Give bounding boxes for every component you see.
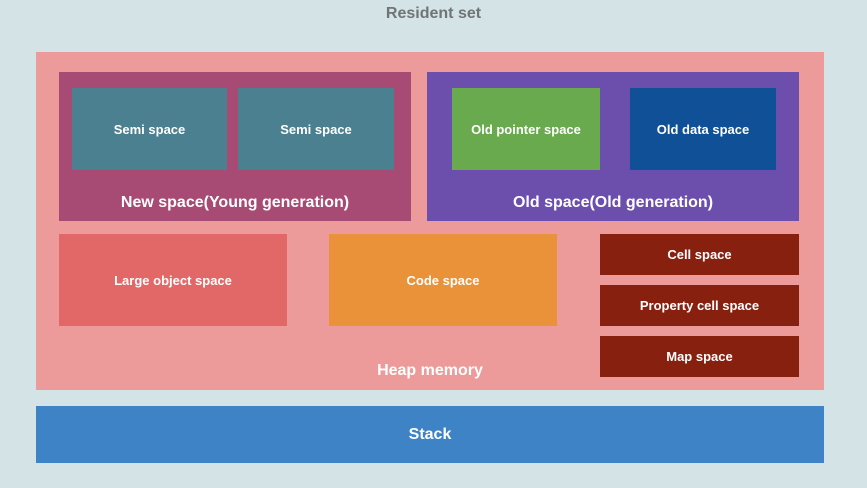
old-pointer-space: Old pointer space — [452, 88, 600, 170]
semi-space-1: Semi space — [72, 88, 227, 170]
resident-set-title: Resident set — [385, 5, 482, 22]
old-data-space: Old data space — [630, 88, 776, 170]
map-space: Map space — [600, 336, 799, 377]
new-space-label: New space(Young generation) — [120, 194, 350, 211]
old-space-label: Old space(Old generation) — [512, 194, 714, 211]
property-cell-space: Property cell space — [600, 285, 799, 326]
cell-space: Cell space — [600, 234, 799, 275]
heap-memory-label: Heap memory — [377, 362, 483, 379]
stack-region: Stack — [36, 406, 824, 463]
large-object-space: Large object space — [59, 234, 287, 326]
semi-space-2: Semi space — [238, 88, 394, 170]
code-space: Code space — [329, 234, 557, 326]
